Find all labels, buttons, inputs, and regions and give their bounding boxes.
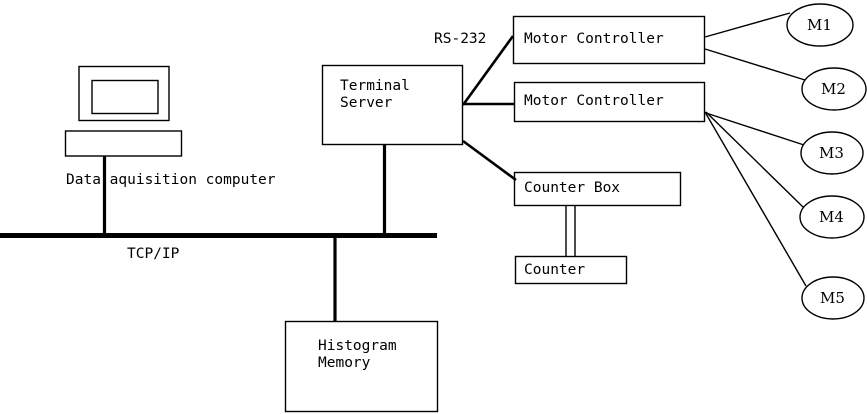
terminal-server-box bbox=[321, 64, 464, 146]
motor-controller-2-box bbox=[513, 81, 706, 123]
link-terminal-server-to-motor-controller-1 bbox=[461, 35, 515, 106]
motor-controller-2-label: Motor Controller bbox=[524, 93, 664, 109]
motor-m3-label: M3 bbox=[819, 144, 844, 162]
computer-monitor-screen bbox=[91, 79, 159, 115]
motor-controller-1-box bbox=[512, 15, 706, 65]
motor-m1-label: M1 bbox=[807, 16, 832, 34]
motor-m4-label: M4 bbox=[819, 208, 844, 226]
link-terminal-server-to-counter-box bbox=[462, 139, 517, 182]
rs232-link-label: RS-232 bbox=[434, 31, 487, 47]
histogram-memory-box bbox=[284, 320, 439, 413]
motor-m5-ellipse bbox=[801, 276, 865, 320]
motor-m2-label: M2 bbox=[821, 80, 846, 98]
link-motor-controller-2-to-m5 bbox=[704, 111, 807, 287]
counter-box bbox=[514, 255, 628, 285]
counter-box-box bbox=[513, 171, 682, 207]
terminal-server-label-line2: Server bbox=[340, 95, 393, 111]
motor-m5-label: M5 bbox=[820, 289, 845, 307]
histogram-memory-label-line1: Histogram bbox=[318, 338, 397, 354]
motor-controller-1-label: Motor Controller bbox=[524, 31, 664, 47]
counter-box-label: Counter Box bbox=[524, 180, 621, 196]
motor-m1-ellipse bbox=[786, 3, 854, 47]
link-motor-controller-2-to-m3 bbox=[705, 112, 805, 146]
motor-m4-ellipse bbox=[799, 195, 865, 239]
link-motor-controller-1-to-m2 bbox=[704, 48, 806, 81]
tcpip-bus-label: TCP/IP bbox=[127, 246, 180, 262]
computer-base-unit bbox=[64, 130, 183, 157]
link-motor-controller-2-to-m4 bbox=[705, 111, 804, 208]
histogram-memory-label-line2: Memory bbox=[318, 355, 371, 371]
motor-m2-ellipse bbox=[801, 67, 867, 111]
counter-label: Counter bbox=[524, 262, 586, 278]
data-acquisition-computer-label: Data aquisition computer bbox=[66, 172, 276, 188]
link-motor-controller-1-to-m1 bbox=[704, 12, 791, 38]
motor-m3-ellipse bbox=[800, 131, 864, 175]
terminal-server-label-line1: Terminal bbox=[340, 78, 410, 94]
